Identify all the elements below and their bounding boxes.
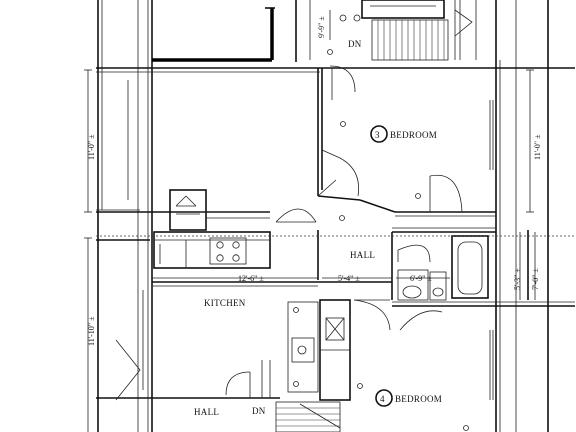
dimension-11-10: 11'-10" ±	[87, 316, 96, 346]
bedroom-4-label: 4 BEDROOM	[375, 389, 442, 407]
room-label-bedroom-4: BEDROOM	[395, 394, 442, 404]
dimension-12-6: 12'-6" ±	[238, 274, 264, 283]
top-wall	[96, 0, 575, 73]
kitchen-counters	[153, 189, 271, 269]
fixture-marks	[339, 121, 469, 431]
room-label-hall-bottom: HALL	[194, 407, 219, 417]
interior-walls	[96, 68, 575, 399]
room-label-bedroom-3: BEDROOM	[390, 130, 437, 140]
labels: DN 9'-9" ± 3 BEDROOM 11'-0" ± 11'-0" ± H…	[87, 16, 542, 417]
doors	[225, 149, 463, 398]
room-label-hall-center: HALL	[350, 250, 375, 260]
dimension-6-9: 6'-9" ±	[410, 274, 432, 283]
bedroom-3-label: 3 BEDROOM	[370, 125, 437, 143]
top-stair-area	[327, 0, 477, 100]
dimension-5-3: 5'-3" ±	[513, 268, 522, 290]
dimension-5-4: 5'-4" ±	[338, 274, 360, 283]
bottom-stairs	[275, 401, 341, 432]
room-number-4: 4	[380, 394, 385, 404]
dimension-11-0-right: 11'-0" ±	[533, 134, 542, 160]
room-number-3: 3	[375, 130, 380, 140]
stair-dn-label-top: DN	[348, 39, 362, 49]
dimension-9-9: 9'-9" ±	[317, 16, 326, 38]
room-label-kitchen: KITCHEN	[204, 298, 246, 308]
windows	[115, 80, 494, 401]
dimension-7-0: 7'-0" ±	[531, 268, 540, 290]
dimension-lines	[84, 69, 575, 432]
dimension-11-0-left: 11'-0" ±	[87, 134, 96, 160]
stair-dn-label-bottom: DN	[252, 406, 266, 416]
lower-closets	[261, 299, 351, 401]
